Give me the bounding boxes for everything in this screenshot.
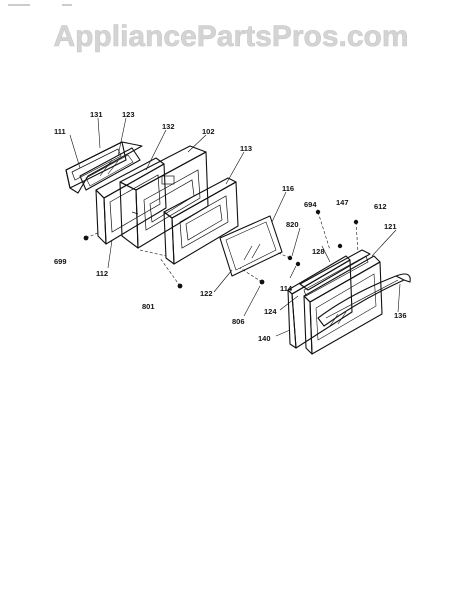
part-132-frame bbox=[95, 157, 167, 245]
part-113-door-panel bbox=[163, 177, 239, 265]
part-102-door-liner bbox=[119, 145, 209, 249]
label-820: 820 bbox=[286, 220, 299, 229]
part-131-glass bbox=[79, 147, 141, 191]
screw-114-icon bbox=[295, 261, 301, 267]
label-121: 121 bbox=[384, 222, 397, 231]
part-128-trim bbox=[299, 249, 371, 297]
part-136-handle bbox=[317, 273, 411, 327]
label-116: 116 bbox=[282, 184, 294, 193]
label-801: 801 bbox=[142, 302, 155, 311]
leader-lines bbox=[69, 117, 401, 337]
label-102: 102 bbox=[202, 127, 215, 136]
label-128: 128 bbox=[312, 247, 325, 256]
label-806: 806 bbox=[232, 317, 245, 326]
label-132: 132 bbox=[162, 122, 175, 131]
watermark-text: AppliancePartsPros.com bbox=[53, 20, 408, 53]
fasteners bbox=[83, 209, 359, 289]
part-labels: 111 131 123 132 102 113 116 694 147 612 … bbox=[54, 110, 407, 343]
part-121-outer-panel bbox=[303, 255, 383, 355]
part-116-glass bbox=[219, 215, 283, 277]
screw-147-icon bbox=[337, 243, 343, 249]
label-612: 612 bbox=[374, 202, 387, 211]
label-122: 122 bbox=[200, 289, 213, 298]
label-113: 113 bbox=[240, 144, 252, 153]
label-699: 699 bbox=[54, 257, 67, 266]
label-136: 136 bbox=[394, 311, 407, 320]
label-124: 124 bbox=[264, 307, 277, 316]
label-112: 112 bbox=[96, 269, 108, 278]
label-114: 114 bbox=[280, 284, 293, 293]
part-111-window-frame bbox=[65, 141, 143, 194]
label-140: 140 bbox=[258, 334, 271, 343]
label-694: 694 bbox=[304, 200, 317, 209]
label-147: 147 bbox=[336, 198, 349, 207]
part-140-outer-door bbox=[287, 255, 353, 349]
label-111: 111 bbox=[54, 127, 66, 136]
label-123: 123 bbox=[122, 110, 135, 119]
alignment-lines bbox=[85, 211, 359, 287]
label-131: 131 bbox=[90, 110, 103, 119]
